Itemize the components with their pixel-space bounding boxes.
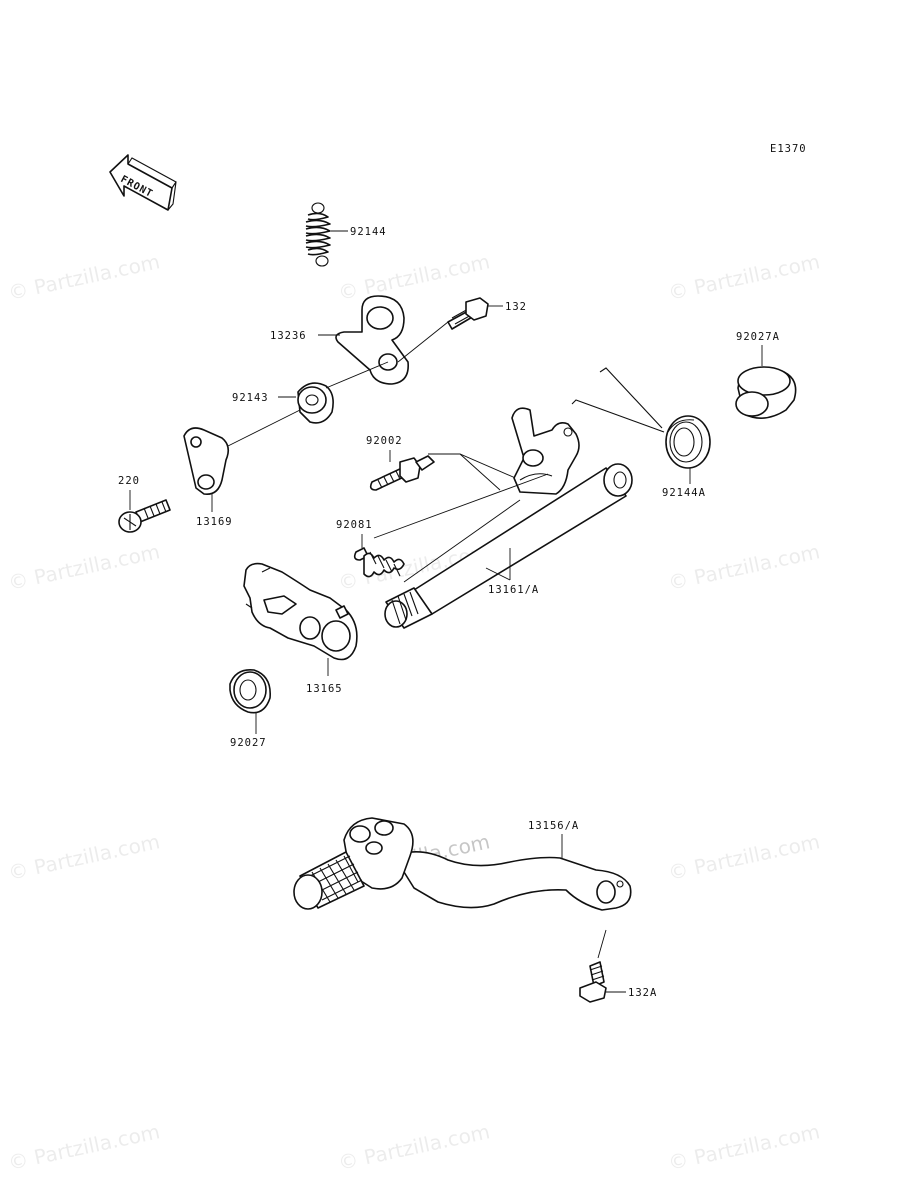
pin-92002-part[interactable]: 92002 xyxy=(366,435,521,491)
label-220: 220 xyxy=(118,475,140,487)
watermark: © Partzilla.com xyxy=(666,539,822,595)
label-132: 132 xyxy=(505,301,527,313)
label-13165: 13165 xyxy=(306,683,343,695)
watermark: © Partzilla.com xyxy=(666,829,822,885)
watermark: © Partzilla.com xyxy=(6,829,162,885)
collar-92143-part[interactable]: 92143 xyxy=(227,361,389,447)
watermark: © Partzilla.com xyxy=(336,249,492,305)
plate-13169-part[interactable]: 13169 xyxy=(183,427,233,528)
diagram-code: E1370 xyxy=(770,143,807,155)
label-92027a: 92027A xyxy=(736,331,780,343)
spring-92081-part[interactable]: 92081 xyxy=(336,473,549,583)
label-13161a: 13161/A xyxy=(488,584,539,596)
watermark: © Partzilla.com xyxy=(336,1119,492,1175)
plate-13236-part[interactable]: 13236 xyxy=(270,295,449,385)
watermark: © Partzilla.com xyxy=(6,539,162,595)
spring-92144-part[interactable]: 92144 xyxy=(305,202,387,267)
label-92002: 92002 xyxy=(366,435,403,447)
watermarks: © Partzilla.com © Partzilla.com © Partzi… xyxy=(6,249,822,1175)
watermark: © Partzilla.com xyxy=(666,249,822,305)
pedal-13156a-part[interactable]: 13156/A xyxy=(293,817,632,911)
watermark: © Partzilla.com xyxy=(666,1119,822,1175)
label-13156a: 13156/A xyxy=(528,820,579,832)
seal-92027-part[interactable]: 92027 xyxy=(229,668,271,749)
shaft-13161a-part[interactable]: 13161/A xyxy=(384,407,633,629)
bolt-132-part[interactable]: 132 xyxy=(447,297,527,330)
label-13169: 13169 xyxy=(196,516,233,528)
watermark: © Partzilla.com xyxy=(6,1119,162,1175)
label-92027: 92027 xyxy=(230,737,267,749)
label-92144a: 92144A xyxy=(662,487,706,499)
front-arrow-icon: FRONT xyxy=(109,154,177,211)
bolt-132a-part[interactable]: 132A xyxy=(579,929,657,1003)
spring-92144a-part[interactable]: 92144A xyxy=(571,367,711,499)
label-13236: 13236 xyxy=(270,330,307,342)
screw-220-part[interactable]: 220 xyxy=(118,475,171,533)
collar-92027a-part[interactable]: 92027A xyxy=(735,331,797,419)
arm-13165-part[interactable]: 13165 xyxy=(243,562,358,695)
watermark: © Partzilla.com xyxy=(6,249,162,305)
label-92081: 92081 xyxy=(336,519,373,531)
label-92144: 92144 xyxy=(350,226,387,238)
label-92143: 92143 xyxy=(232,392,269,404)
label-132a: 132A xyxy=(628,987,657,999)
